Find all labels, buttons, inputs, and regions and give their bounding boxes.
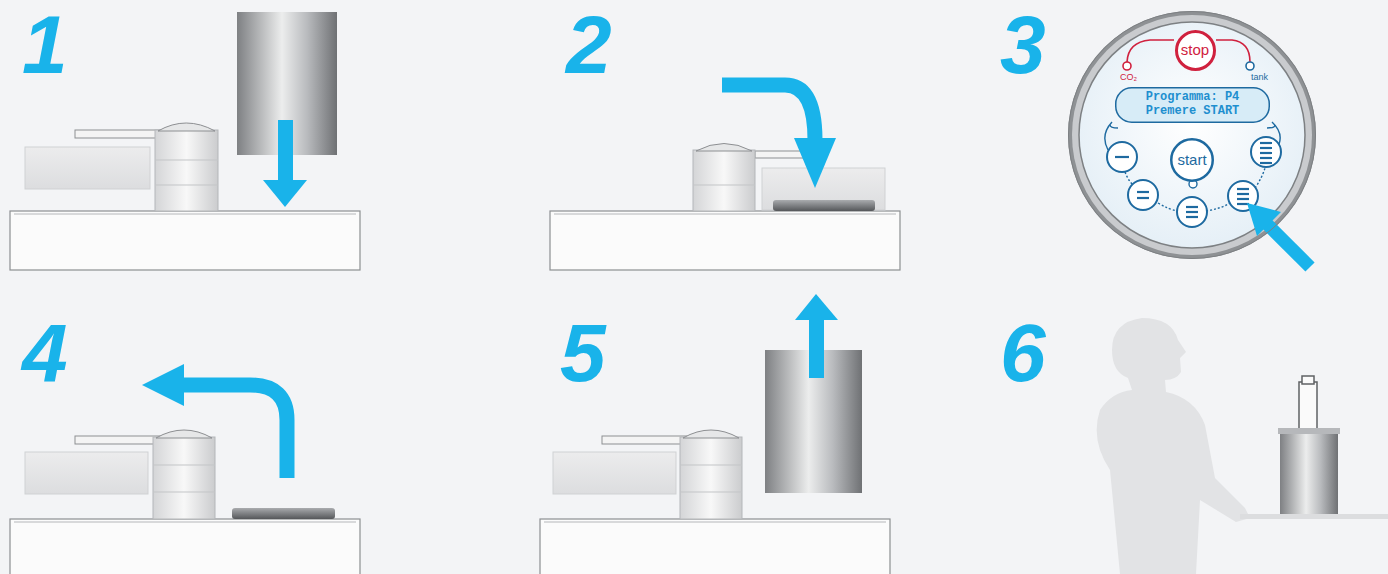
- display-screen: Programma: P4Premere START: [1115, 87, 1270, 123]
- step-number: 1: [22, 4, 68, 86]
- step-5-illustration: [540, 294, 890, 574]
- button-label: start: [1177, 151, 1206, 168]
- start-button: start: [1170, 138, 1214, 182]
- stop-button: stop: [1175, 30, 1216, 71]
- tank-label: tank: [1251, 72, 1268, 82]
- step-number: 3: [1000, 4, 1046, 86]
- rounded-outline: [1116, 88, 1270, 123]
- control-panel: CO₂ tank stopProgramma: P4Premere START sta…: [1068, 11, 1316, 259]
- button-label: stop: [1181, 41, 1209, 58]
- step-number: 5: [560, 312, 606, 394]
- step-number: 4: [22, 312, 68, 394]
- co2-label: CO₂: [1120, 72, 1137, 82]
- circle-outline: [1069, 12, 1316, 259]
- step-4-illustration: [10, 364, 360, 574]
- control-panel-illustration: [1068, 11, 1316, 267]
- display-text: Premere START: [1146, 105, 1240, 119]
- display-text: Programma: P4: [1146, 91, 1240, 105]
- step-6-illustration: [1097, 318, 1388, 574]
- step-number: 6: [1000, 312, 1046, 394]
- circle-outline: [1176, 31, 1214, 69]
- step-2-illustration: [550, 85, 900, 270]
- step-number: 2: [566, 4, 612, 86]
- circle-outline: [1171, 139, 1213, 181]
